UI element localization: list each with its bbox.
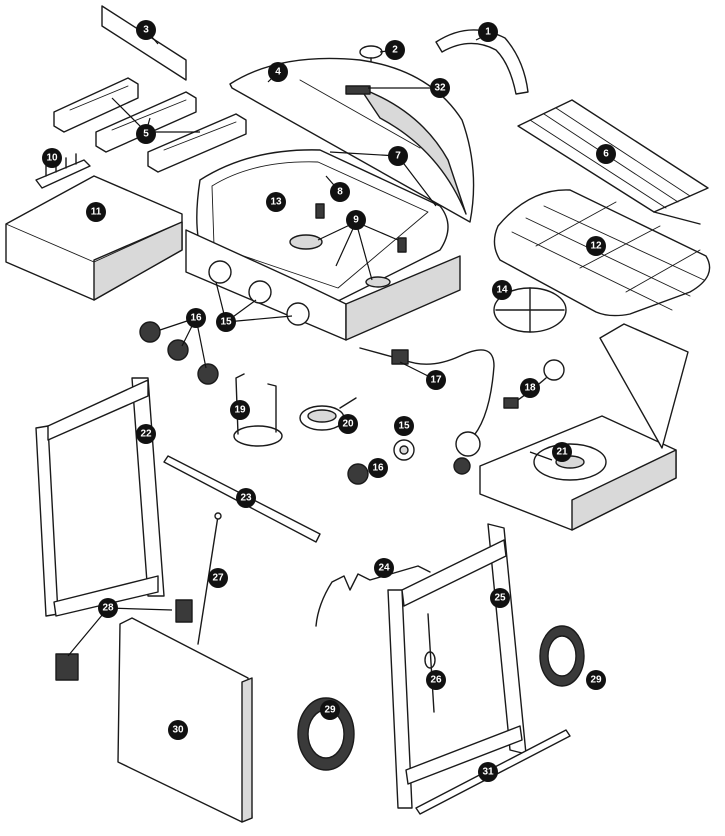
callout-28: 28 bbox=[98, 598, 118, 618]
callout-31: 31 bbox=[478, 762, 498, 782]
leader-lines bbox=[67, 29, 553, 657]
svg-text:12: 12 bbox=[590, 241, 602, 252]
cooking-grate-part bbox=[493, 189, 711, 317]
svg-text:11: 11 bbox=[91, 207, 102, 218]
callout-13: 13 bbox=[266, 192, 286, 212]
svg-text:10: 10 bbox=[46, 153, 58, 164]
callout-6: 6 bbox=[596, 144, 616, 164]
callout-15-panel: 15 bbox=[216, 312, 236, 332]
wheels-part bbox=[297, 625, 585, 771]
callout-9: 9 bbox=[346, 210, 366, 230]
svg-text:6: 6 bbox=[603, 149, 609, 160]
callout-21: 21 bbox=[552, 442, 572, 462]
hook-part bbox=[424, 613, 436, 713]
callout-3: 3 bbox=[136, 20, 156, 40]
callout-24: 24 bbox=[374, 558, 394, 578]
leg-caps-part bbox=[55, 599, 193, 681]
svg-text:30: 30 bbox=[172, 725, 184, 736]
left-frame-part bbox=[35, 377, 165, 617]
callout-32: 32 bbox=[430, 78, 450, 98]
svg-text:1: 1 bbox=[485, 27, 491, 38]
callout-30: 30 bbox=[168, 720, 188, 740]
warming-rack-part bbox=[517, 99, 709, 225]
callout-17: 17 bbox=[426, 370, 446, 390]
svg-text:26: 26 bbox=[430, 675, 442, 686]
front-panel-part bbox=[117, 617, 253, 823]
svg-text:20: 20 bbox=[342, 419, 354, 430]
svg-text:21: 21 bbox=[556, 447, 568, 458]
svg-text:7: 7 bbox=[395, 151, 401, 162]
grill-lid-part bbox=[229, 57, 475, 223]
callout-12: 12 bbox=[586, 236, 606, 256]
callout-16-loose: 16 bbox=[368, 458, 388, 478]
svg-text:17: 17 bbox=[430, 375, 442, 386]
svg-text:9: 9 bbox=[353, 215, 359, 226]
callout-1: 1 bbox=[478, 22, 498, 42]
callout-20: 20 bbox=[338, 414, 358, 434]
callout-2: 2 bbox=[385, 40, 405, 60]
support-rod-part bbox=[197, 512, 222, 645]
svg-text:8: 8 bbox=[337, 187, 343, 198]
svg-text:27: 27 bbox=[212, 573, 224, 584]
svg-text:16: 16 bbox=[372, 463, 384, 474]
svg-text:25: 25 bbox=[494, 593, 506, 604]
svg-text:29: 29 bbox=[324, 705, 336, 716]
svg-text:4: 4 bbox=[275, 67, 281, 78]
svg-text:15: 15 bbox=[220, 317, 232, 328]
svg-text:32: 32 bbox=[434, 83, 446, 94]
svg-text:29: 29 bbox=[590, 675, 602, 686]
callout-18: 18 bbox=[520, 378, 540, 398]
svg-text:23: 23 bbox=[240, 493, 252, 504]
flavorizer-bars-part bbox=[53, 77, 247, 173]
svg-text:15: 15 bbox=[398, 421, 410, 432]
callout-7: 7 bbox=[388, 146, 408, 166]
callout-22: 22 bbox=[136, 424, 156, 444]
svg-text:16: 16 bbox=[190, 313, 202, 324]
svg-text:31: 31 bbox=[482, 767, 494, 778]
svg-text:24: 24 bbox=[378, 563, 390, 574]
wire-bracket-part bbox=[315, 565, 431, 627]
drip-pan-part bbox=[299, 397, 357, 431]
callout-19: 19 bbox=[230, 400, 250, 420]
callout-25: 25 bbox=[490, 588, 510, 608]
svg-text:14: 14 bbox=[496, 285, 508, 296]
manifold-hose-part bbox=[359, 347, 495, 441]
callout-10: 10 bbox=[42, 148, 62, 168]
svg-text:18: 18 bbox=[524, 383, 536, 394]
callout-8: 8 bbox=[330, 182, 350, 202]
callout-14: 14 bbox=[492, 280, 512, 300]
callout-16-knobs: 16 bbox=[186, 308, 206, 328]
svg-text:28: 28 bbox=[102, 603, 114, 614]
svg-text:13: 13 bbox=[270, 197, 282, 208]
heat-plate-part bbox=[101, 5, 187, 81]
side-burner-box-part bbox=[479, 323, 689, 531]
svg-text:5: 5 bbox=[143, 129, 149, 140]
callout-23: 23 bbox=[236, 488, 256, 508]
control-panel-part bbox=[185, 229, 461, 341]
svg-text:22: 22 bbox=[140, 429, 152, 440]
side-shelf-part bbox=[5, 175, 183, 301]
callout-5: 5 bbox=[136, 124, 156, 144]
callout-29-left: 29 bbox=[320, 700, 340, 720]
regulator-part bbox=[453, 431, 481, 475]
side-burner-valve-part bbox=[503, 359, 565, 409]
callout-11: 11 bbox=[86, 202, 106, 222]
svg-text:2: 2 bbox=[392, 45, 398, 56]
svg-text:3: 3 bbox=[143, 25, 149, 36]
callout-27: 27 bbox=[208, 568, 228, 588]
loose-knob-part bbox=[393, 439, 415, 461]
callout-15-loose: 15 bbox=[394, 416, 414, 436]
callout-29-right: 29 bbox=[586, 670, 606, 690]
callout-26: 26 bbox=[426, 670, 446, 690]
callout-4: 4 bbox=[268, 62, 288, 82]
side-burner-grate-part bbox=[493, 287, 567, 333]
svg-text:19: 19 bbox=[234, 405, 246, 416]
